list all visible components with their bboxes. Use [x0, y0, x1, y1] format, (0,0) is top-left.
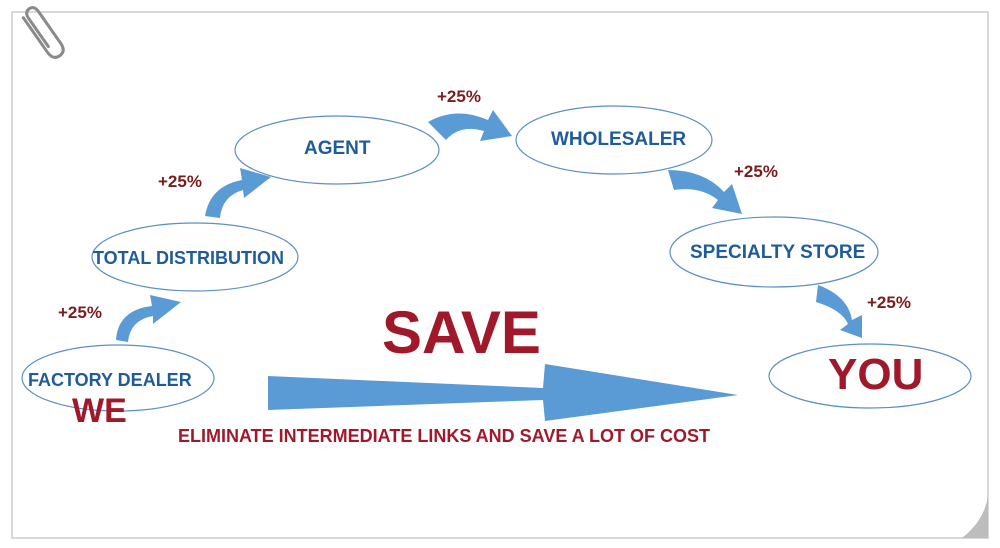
markup-label: +25%: [734, 162, 778, 181]
curved-arrow-4: [668, 170, 742, 214]
you-ellipse: [768, 343, 972, 409]
save-label: SAVE: [382, 299, 541, 366]
curved-arrow-5: [816, 285, 862, 338]
save-arrow: [268, 364, 738, 421]
node-wholesaler: WHOLESALER: [551, 129, 687, 150]
total-distribution-ellipse: [91, 222, 299, 292]
markup-label: +25%: [58, 303, 102, 322]
factory-dealer-ellipse: [21, 344, 215, 412]
markup-label: +25%: [867, 293, 911, 312]
curved-arrow-1: [116, 295, 181, 342]
page-curl: [962, 495, 988, 538]
node-total-distribution: TOTAL DISTRIBUTION: [93, 248, 284, 268]
agent-ellipse: [234, 115, 440, 185]
specialty-store-ellipse: [669, 216, 879, 288]
node-agent: AGENT: [304, 138, 371, 159]
wholesaler-ellipse: [515, 105, 713, 175]
tagline: ELIMINATE INTERMEDIATE LINKS AND SAVE A …: [178, 426, 710, 446]
node-specialty-store: SPECIALTY STORE: [690, 242, 866, 263]
we-label: WE: [72, 392, 127, 430]
curved-arrow-3: [428, 110, 512, 141]
paperclip-icon: [21, 6, 65, 59]
node-you: YOU: [828, 350, 924, 399]
curved-arrow-2: [205, 168, 271, 218]
markup-label: +25%: [158, 172, 202, 191]
markup-label: +25%: [437, 87, 481, 106]
node-factory-dealer: FACTORY DEALER: [28, 370, 192, 390]
